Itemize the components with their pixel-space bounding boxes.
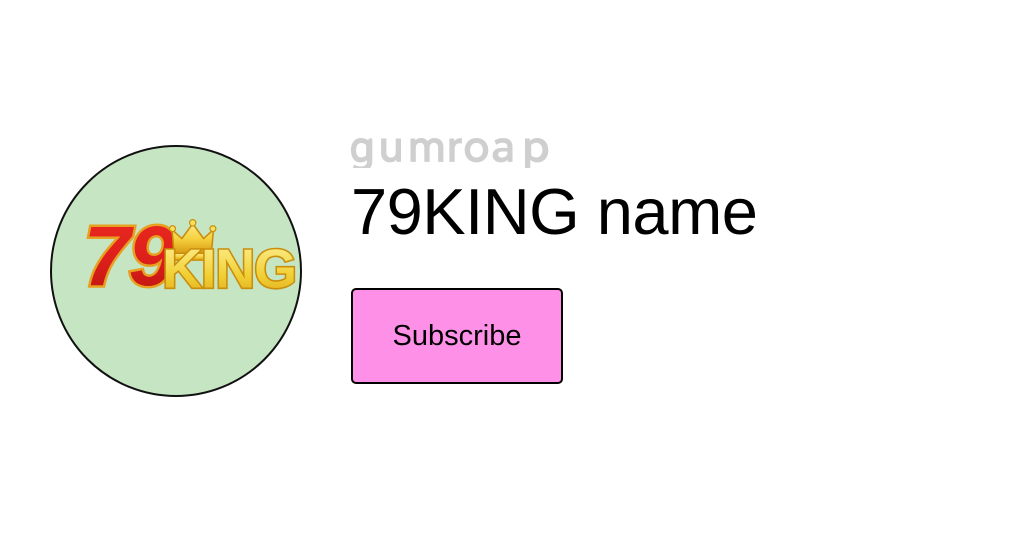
crown-icon	[169, 219, 217, 261]
svg-text:KING: KING	[162, 238, 296, 300]
avatar-word-king: KING	[161, 236, 299, 301]
avatar[interactable]: 79 KING	[50, 145, 302, 397]
svg-text:79: 79	[83, 208, 175, 303]
page-title: 79KING name	[351, 175, 758, 248]
gumroad-logo[interactable]	[351, 134, 971, 168]
profile-details: 79KING name Subscribe	[351, 134, 971, 384]
subscribe-button[interactable]: Subscribe	[351, 288, 563, 384]
79king-avatar-logo: 79 KING	[81, 205, 299, 305]
avatar-number-79: 79	[81, 205, 180, 305]
